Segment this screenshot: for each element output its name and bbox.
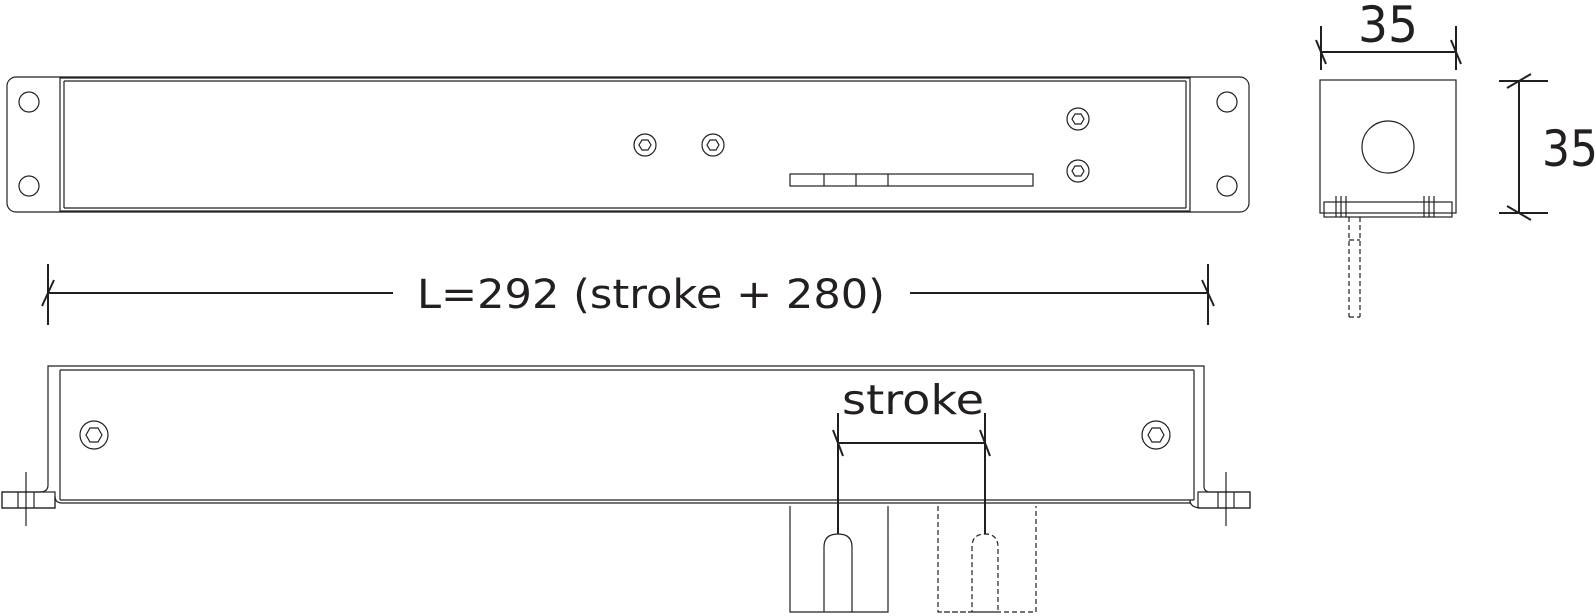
flange-hole bbox=[18, 91, 40, 113]
length-dimension: L=292 (stroke + 280) bbox=[41, 264, 1215, 325]
side-view bbox=[1, 365, 1251, 613]
end-view-rod bbox=[1348, 217, 1361, 318]
top-view-inner-body bbox=[59, 77, 1191, 212]
flange-foot-left bbox=[1, 472, 56, 526]
width-dim-label: 35 bbox=[1358, 0, 1418, 54]
flange-hole bbox=[1216, 91, 1238, 113]
flange-foot-right bbox=[1197, 472, 1251, 526]
hex-screw-icon bbox=[701, 133, 725, 157]
hex-screw-icon bbox=[1141, 420, 1171, 450]
top-view bbox=[6, 76, 1250, 213]
height-dim-label: 35 bbox=[1542, 120, 1596, 178]
end-view-bore bbox=[1361, 120, 1415, 174]
slot bbox=[789, 173, 1034, 187]
fork-bracket-extended bbox=[937, 506, 1037, 613]
hex-screw-icon bbox=[1066, 159, 1090, 183]
hex-screw-icon bbox=[79, 420, 109, 450]
flange-hole bbox=[18, 175, 40, 197]
hex-screw-icon bbox=[1066, 107, 1090, 131]
stroke-dimension: stroke bbox=[832, 376, 991, 534]
flange-hole bbox=[1216, 175, 1238, 197]
width-dimension: 35 bbox=[1315, 0, 1462, 70]
end-view-mounting bbox=[1335, 196, 1435, 217]
end-view bbox=[1319, 79, 1457, 318]
stroke-dim-label: stroke bbox=[842, 376, 984, 424]
top-view-body bbox=[6, 76, 1250, 213]
end-view-body bbox=[1319, 79, 1457, 214]
side-view-body bbox=[1, 365, 1251, 509]
length-dim-label: L=292 (stroke + 280) bbox=[417, 272, 885, 318]
height-dimension: 35 bbox=[1499, 73, 1596, 221]
hex-screw-icon bbox=[633, 133, 657, 157]
